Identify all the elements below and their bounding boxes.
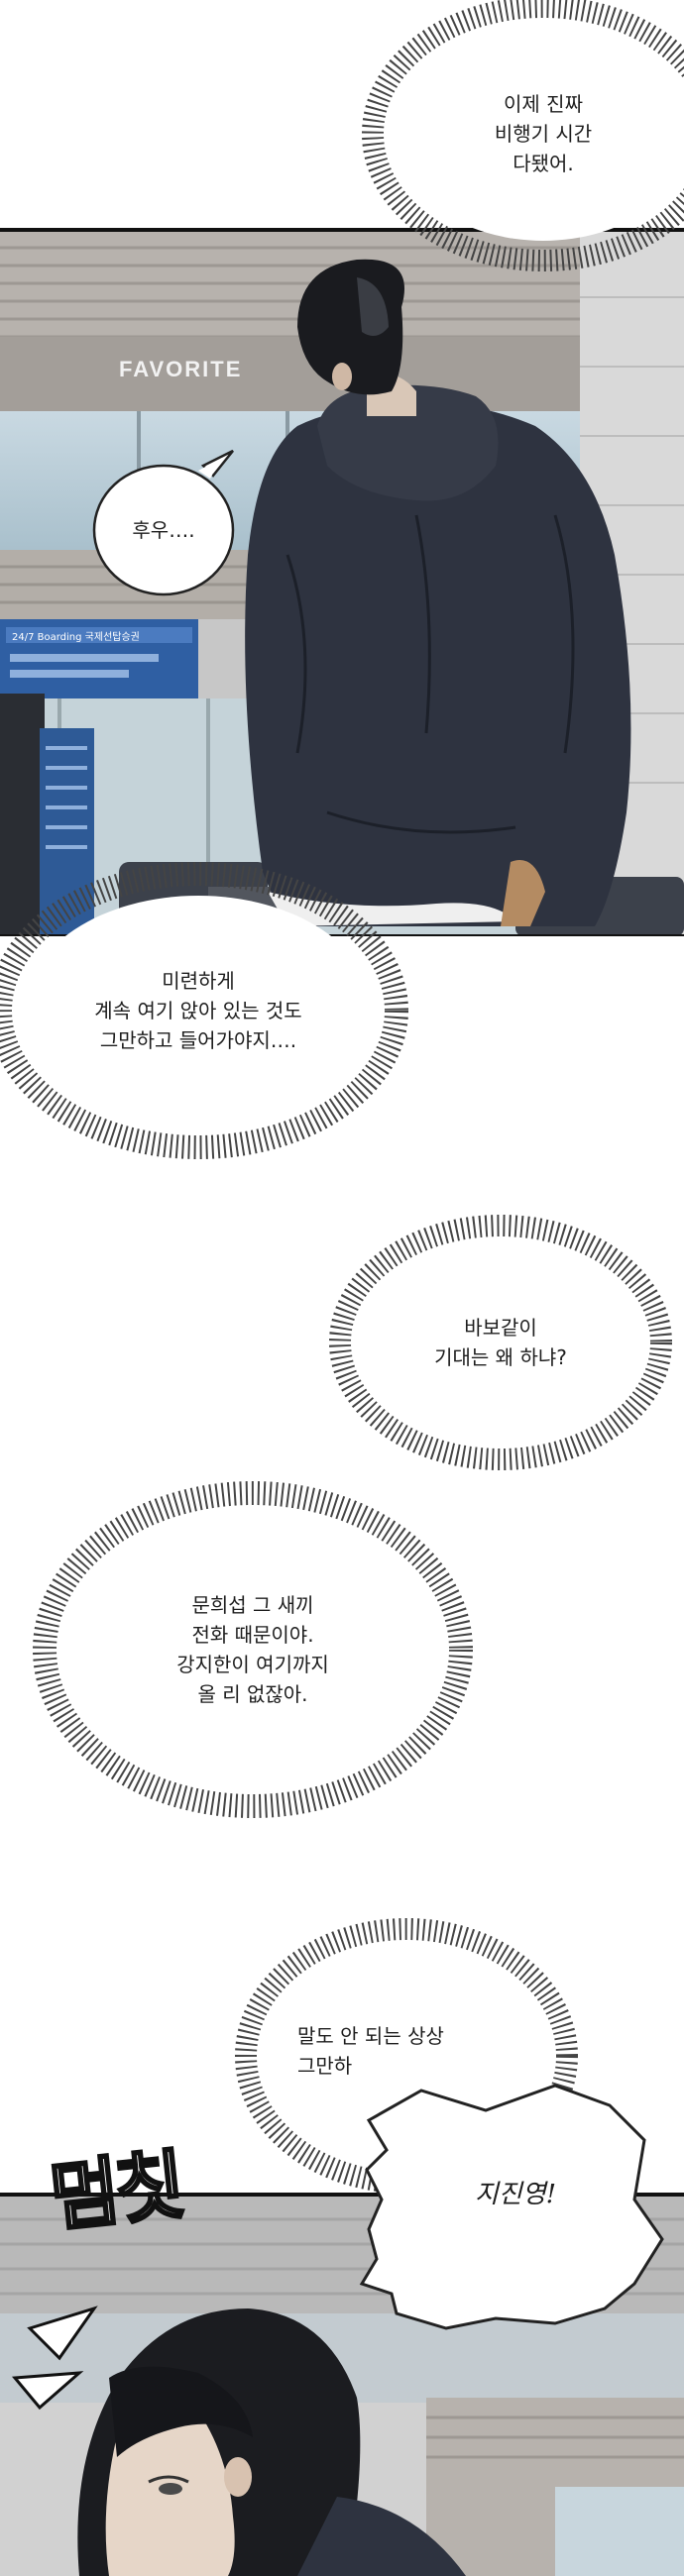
boarding-sign	[0, 619, 198, 698]
bubble-3-text: 미련하게 계속 여기 앉아 있는 것도 그만하고 들어가야지….	[94, 969, 302, 1052]
sfx-text: 멈칫	[45, 2139, 186, 2243]
bubble-2-text: 후우….	[132, 518, 195, 542]
man-back-view	[245, 259, 631, 926]
bubble-5-text: 문희섭 그 새끼 전화 때문이야. 강지한이 여기까지 올 리 없잖아.	[176, 1593, 329, 1706]
bubble-1-text: 이제 진짜 비행기 시간 다됐어.	[494, 92, 593, 175]
man-profile	[77, 2308, 466, 2576]
bubble-7-text: 지진영!	[474, 2180, 557, 2209]
store-sign-text: FAVORITE	[119, 357, 243, 381]
store-sign-band	[0, 337, 595, 411]
bubble-4-text: 바보같이 기대는 왜 하냐?	[434, 1316, 567, 1369]
boarding-sign-text: 24/7 Boarding 국제선탑승권	[12, 632, 140, 643]
bubble-6-text: 말도 안 되는 상상 그만하	[297, 2024, 444, 2078]
info-kiosk	[0, 694, 94, 936]
